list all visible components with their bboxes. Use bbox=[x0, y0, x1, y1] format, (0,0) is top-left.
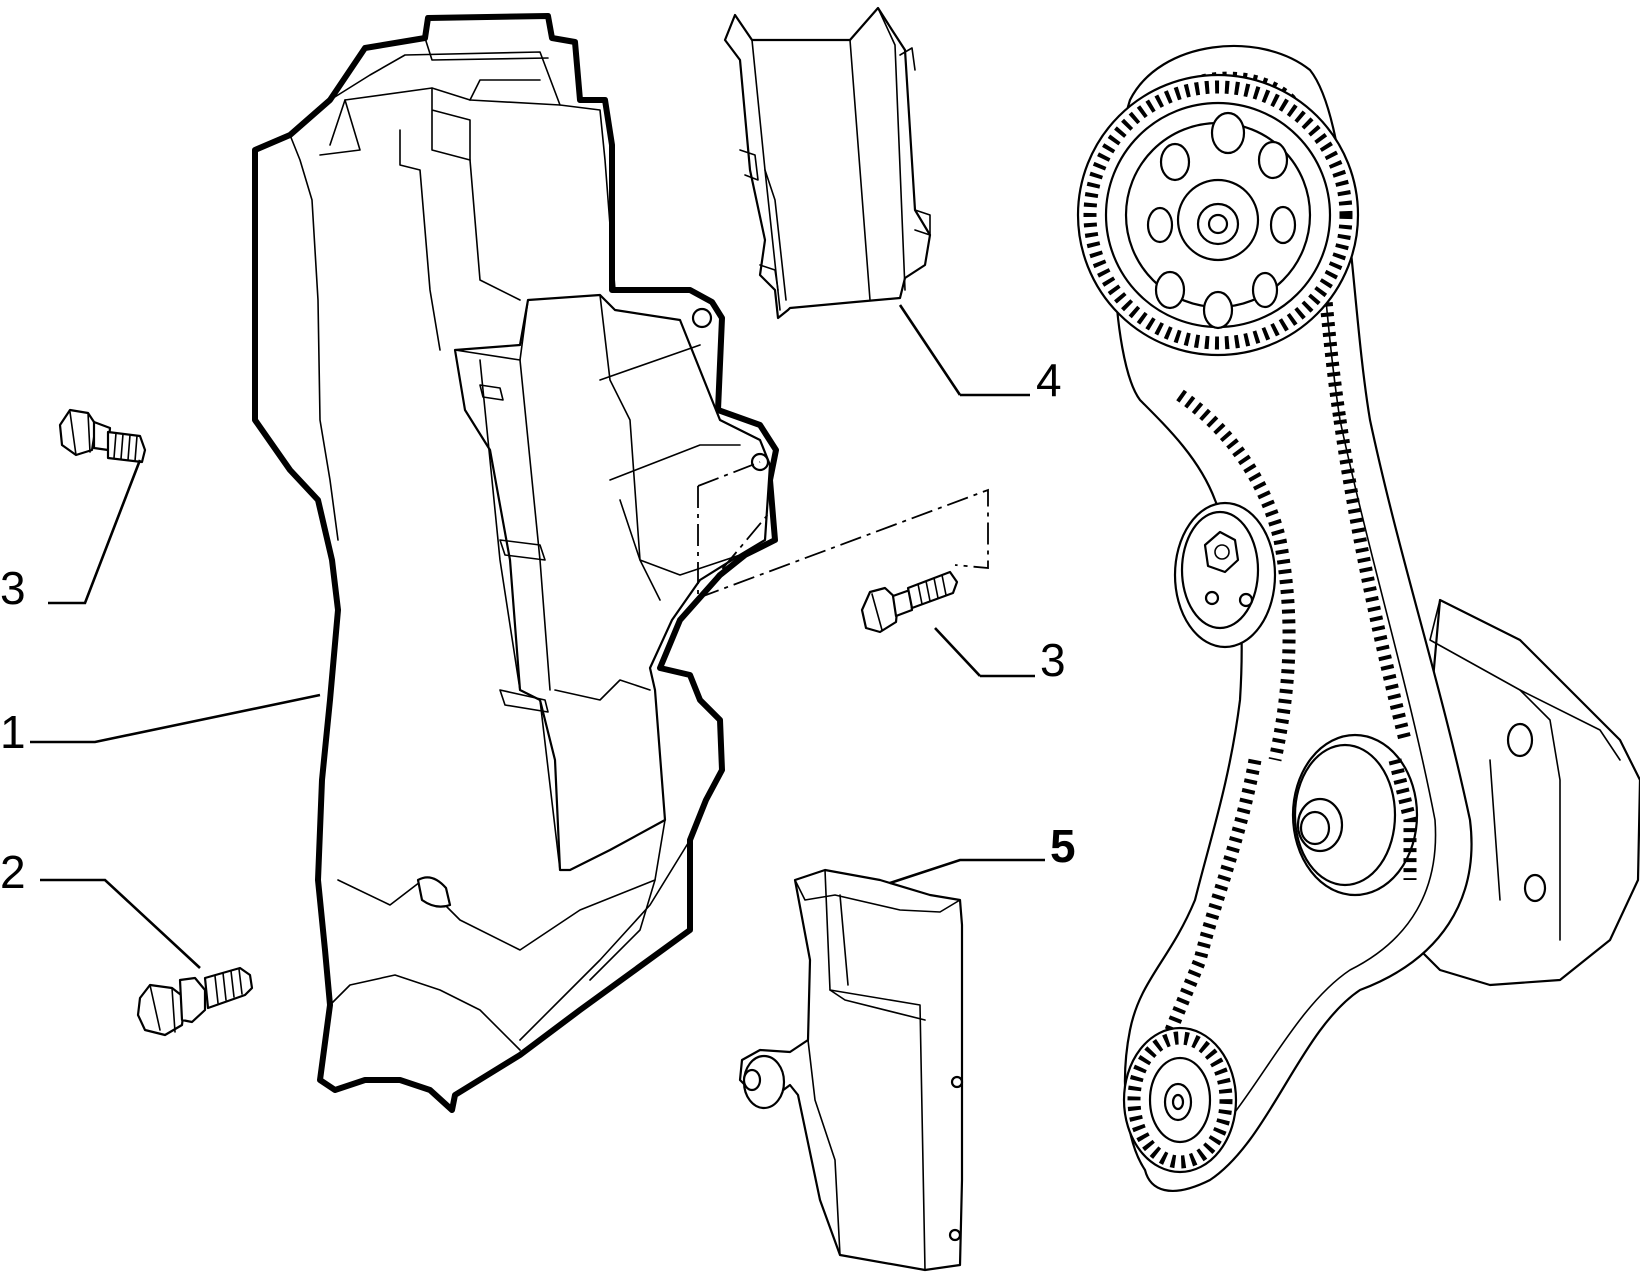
callout-3-right: 3 bbox=[1040, 634, 1066, 686]
lower-bracket bbox=[738, 868, 964, 1272]
callout-1: 1 bbox=[0, 706, 26, 758]
callout-5: 5 bbox=[1050, 820, 1076, 872]
timing-cover bbox=[252, 13, 779, 1113]
callout-labels: 1 2 3 3 4 5 bbox=[0, 354, 1076, 898]
short-bolt-right bbox=[860, 570, 959, 634]
short-bolt-left bbox=[58, 408, 147, 464]
callout-3-left: 3 bbox=[0, 562, 26, 614]
upper-cover-plate bbox=[723, 6, 932, 320]
timing-belt-assembly bbox=[1076, 44, 1640, 1192]
alignment-lines bbox=[697, 461, 989, 599]
callout-2: 2 bbox=[0, 846, 26, 898]
callout-4: 4 bbox=[1036, 354, 1062, 406]
flange-bolt bbox=[136, 966, 254, 1037]
leader-lines bbox=[30, 304, 1045, 969]
